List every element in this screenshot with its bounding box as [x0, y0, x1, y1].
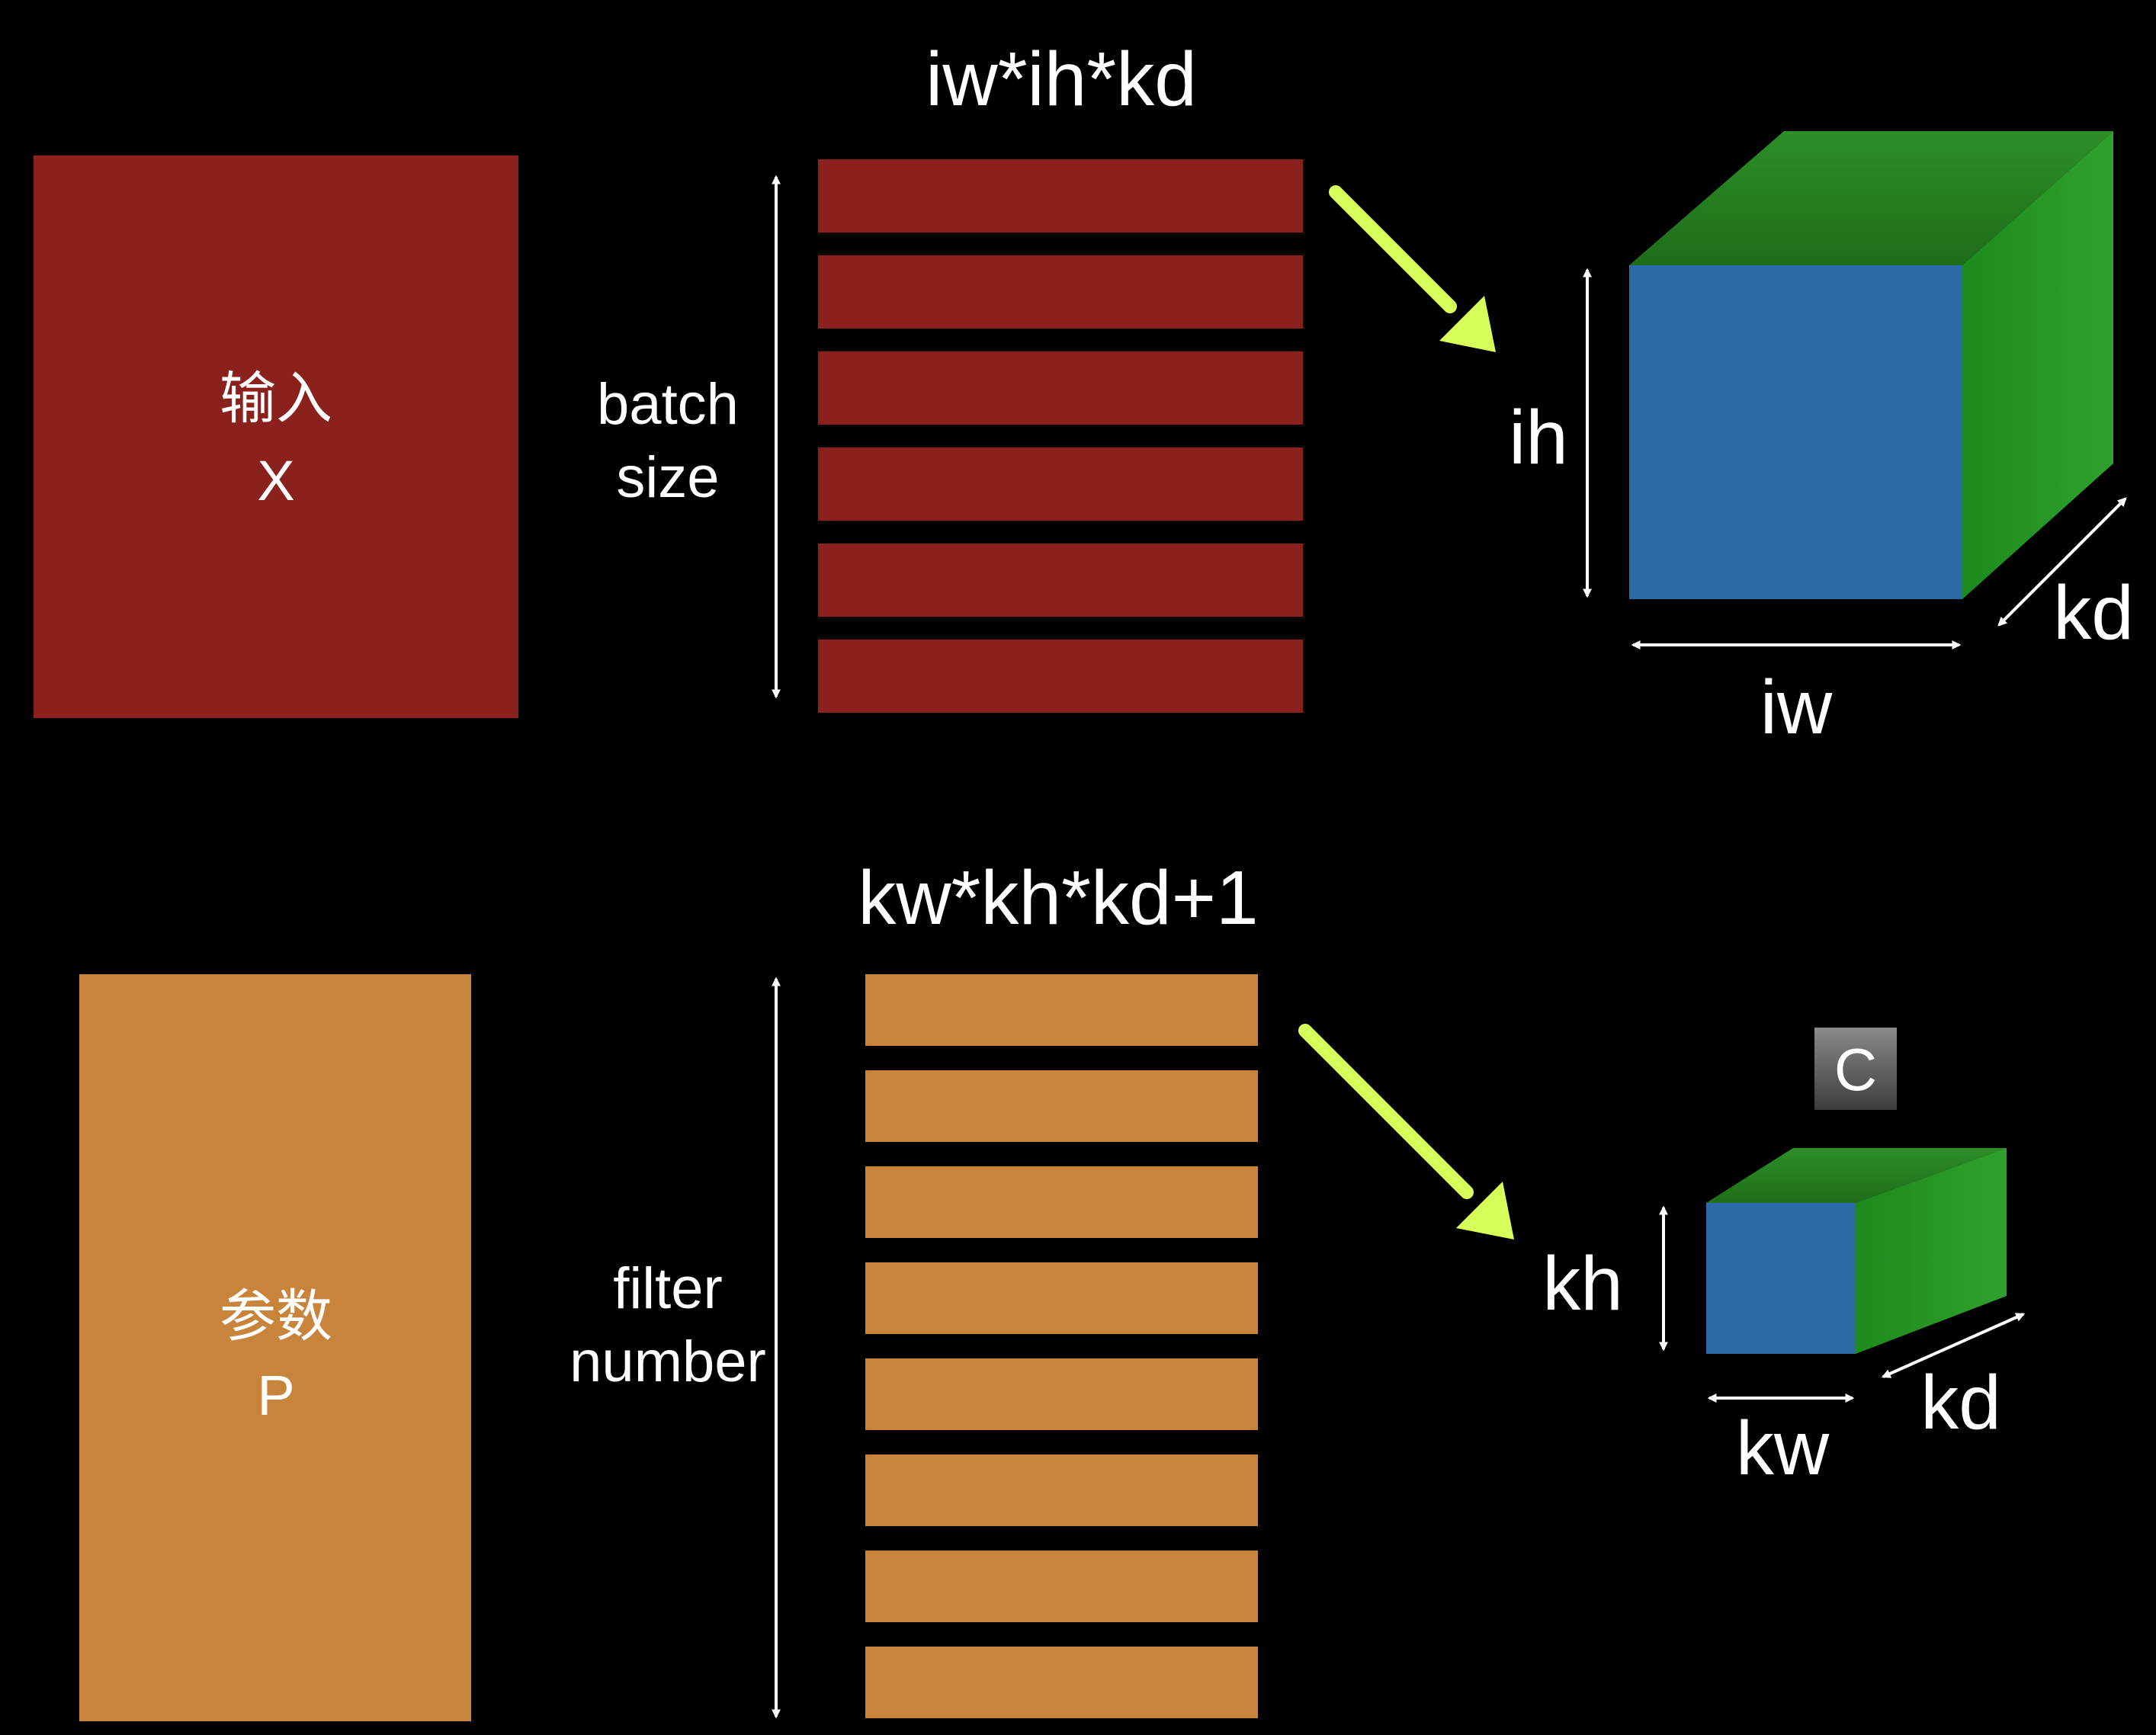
input-row — [818, 544, 1303, 617]
param-row — [865, 974, 1258, 1046]
input-rows — [818, 159, 1303, 713]
kw-label: kw — [1736, 1406, 1830, 1491]
batch-size-label-line2: size — [616, 445, 719, 510]
param-row — [865, 1358, 1258, 1430]
param-label-line1: 参数 — [220, 1284, 332, 1348]
batch-size-label-line1: batch — [597, 372, 739, 437]
kd-arrow-top — [1997, 497, 2127, 627]
ih-label: ih — [1509, 395, 1568, 480]
filter-number-label-line2: number — [569, 1329, 766, 1394]
param-row — [865, 1166, 1258, 1238]
param-row — [865, 1070, 1258, 1142]
param-row — [865, 1647, 1258, 1718]
filter-number-label-line1: filter — [613, 1256, 723, 1321]
kernel-cube-side — [1856, 1148, 2007, 1354]
param-matrix — [79, 974, 471, 1721]
input-row — [818, 447, 1303, 521]
kd-label-bottom: kd — [1920, 1360, 2001, 1445]
c-badge: C — [1814, 1028, 1897, 1110]
input-row — [818, 640, 1303, 713]
param-row — [865, 1262, 1258, 1334]
c-badge-box — [1814, 1028, 1897, 1110]
input-matrix — [34, 156, 518, 718]
kernel-cube-top — [1706, 1148, 2007, 1203]
param-row — [865, 1454, 1258, 1526]
kh-label: kh — [1542, 1241, 1623, 1326]
input-cube — [1629, 131, 2113, 599]
kd-arrow-bottom — [1881, 1313, 2026, 1378]
input-label-line1: 输入 — [220, 367, 332, 430]
kernel-cube-front — [1706, 1203, 1856, 1354]
input-cube-front — [1629, 265, 1962, 599]
param-row-dim-label: kw*kh*kd+1 — [858, 855, 1258, 941]
top-pointer-arrow — [1329, 185, 1496, 352]
bottom-pointer-arrow — [1298, 1024, 1514, 1240]
iw-label: iw — [1760, 665, 1833, 750]
input-row — [818, 159, 1303, 233]
input-row — [818, 351, 1303, 425]
c-badge-label: C — [1834, 1036, 1877, 1103]
param-rows — [865, 974, 1258, 1718]
param-row — [865, 1551, 1258, 1622]
kd-label-top: kd — [2053, 570, 2134, 656]
input-label-line2: X — [257, 449, 294, 512]
param-label-line2: P — [257, 1364, 294, 1427]
input-row — [818, 255, 1303, 329]
input-cube-side — [1962, 131, 2113, 599]
kernel-cube — [1706, 1148, 2007, 1354]
input-row-dim-label: iw*ih*kd — [926, 37, 1197, 122]
input-cube-top — [1629, 131, 2113, 265]
